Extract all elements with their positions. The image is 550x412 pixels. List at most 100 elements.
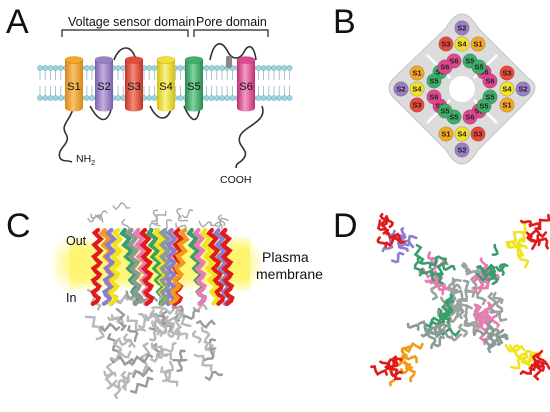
grey-loop — [176, 207, 182, 219]
dot-s4: S4 — [454, 36, 470, 52]
lipid-head — [151, 95, 158, 101]
dot-circle — [393, 81, 409, 97]
grey-helix — [450, 313, 463, 323]
grey-loop — [90, 213, 104, 223]
lipid-head — [52, 95, 59, 101]
grey-helix — [103, 370, 117, 378]
lipid-head — [42, 95, 49, 101]
dot-s6: S6 — [482, 73, 498, 89]
dot-s1: S1 — [409, 65, 425, 81]
dot-label: S1 — [412, 69, 421, 78]
panel-c-label: C — [6, 207, 31, 245]
pore-helix — [428, 324, 439, 336]
grey-loop — [121, 218, 131, 235]
dot-s6: S6 — [426, 89, 442, 105]
dot-circle — [476, 98, 492, 114]
segment-bottom — [65, 104, 83, 112]
segment-bottom — [157, 104, 175, 112]
grey-helix — [450, 333, 463, 342]
tm-helix — [192, 227, 208, 307]
lipid-head — [146, 95, 153, 101]
vsd-helix — [507, 241, 525, 257]
dot-label: S3 — [412, 101, 421, 110]
dot-s6: S6 — [437, 59, 453, 75]
dot-label: S5 — [440, 107, 449, 116]
dot-label: S3 — [502, 69, 511, 78]
dot-circle — [409, 97, 425, 113]
grey-helix — [191, 330, 203, 344]
pore-helix-marker — [226, 56, 232, 68]
vsd-helix — [391, 355, 399, 368]
dot-circle — [426, 89, 442, 105]
grey-helix — [446, 277, 457, 298]
segment-label: S1 — [67, 81, 80, 93]
pore-helix — [443, 293, 454, 313]
dot-circle — [462, 109, 478, 125]
lipid-head — [89, 95, 95, 101]
n-terminus-label: NH2 — [76, 153, 95, 167]
segment-top — [156, 56, 176, 64]
lipid-head — [255, 65, 262, 71]
segment-label: S4 — [159, 81, 172, 93]
pore-helix — [433, 335, 445, 348]
lipid-head — [83, 95, 90, 101]
membrane-label-line1: Plasma — [262, 249, 309, 265]
dot-label: S2 — [518, 85, 527, 94]
vsd-helix — [405, 363, 417, 383]
tm-helix — [90, 227, 104, 306]
pore-helix — [406, 322, 420, 331]
membrane-glow-left — [50, 234, 94, 294]
subunit-4 — [473, 301, 550, 381]
grey-helix — [430, 283, 440, 301]
lipid-head — [271, 65, 277, 71]
segment-label: S6 — [239, 81, 252, 93]
segment-dots: S2S3S4S1S6S5S5S6S2S3S4S1S6S5S5S6S2S3S4S1… — [393, 20, 531, 158]
dot-label: S5 — [474, 63, 483, 72]
grey-loop — [112, 202, 131, 211]
dot-circle — [437, 59, 453, 75]
vsd-helix — [517, 244, 525, 258]
lipid-head — [47, 95, 54, 101]
dot-circle — [437, 103, 453, 119]
vsd-helix — [399, 345, 412, 361]
vsd-helix — [510, 357, 525, 370]
pore-helix — [498, 263, 506, 276]
pore-helix — [438, 326, 461, 338]
vsd-helix — [379, 213, 389, 227]
grey-helix — [132, 366, 154, 379]
dot-circle — [454, 142, 470, 158]
lipid-head — [281, 65, 288, 71]
grey-helix — [130, 376, 154, 395]
pore-domain-bracket — [193, 29, 269, 37]
grey-loop — [214, 217, 229, 228]
vsd-helix — [534, 213, 550, 231]
grey-helix — [204, 370, 224, 382]
lipid-head — [265, 65, 272, 71]
vsd-helix — [519, 363, 538, 375]
lipid-head — [286, 95, 293, 101]
segment-body — [237, 60, 255, 108]
vsd-helix — [518, 230, 526, 243]
dot-label: S1 — [473, 40, 482, 49]
pore-helix — [437, 307, 451, 325]
panel-d-label: D — [333, 207, 358, 245]
lipid-head — [213, 65, 220, 71]
lipid-head — [224, 95, 231, 101]
segment-top — [94, 56, 114, 64]
lipid-head — [286, 65, 293, 71]
dot-circle — [499, 97, 515, 113]
tm-helix — [138, 227, 155, 307]
vsd-helix — [376, 236, 388, 248]
grey-helix — [193, 353, 213, 372]
pore-helix — [419, 260, 432, 269]
lipid-head — [265, 95, 272, 101]
dot-s1: S1 — [470, 36, 486, 52]
lipid-head — [89, 65, 95, 71]
dot-label: S5 — [485, 93, 494, 102]
dot-circle — [454, 20, 470, 36]
segment-body — [185, 60, 203, 108]
grey-helix — [111, 379, 122, 400]
grey-helix — [203, 347, 217, 362]
